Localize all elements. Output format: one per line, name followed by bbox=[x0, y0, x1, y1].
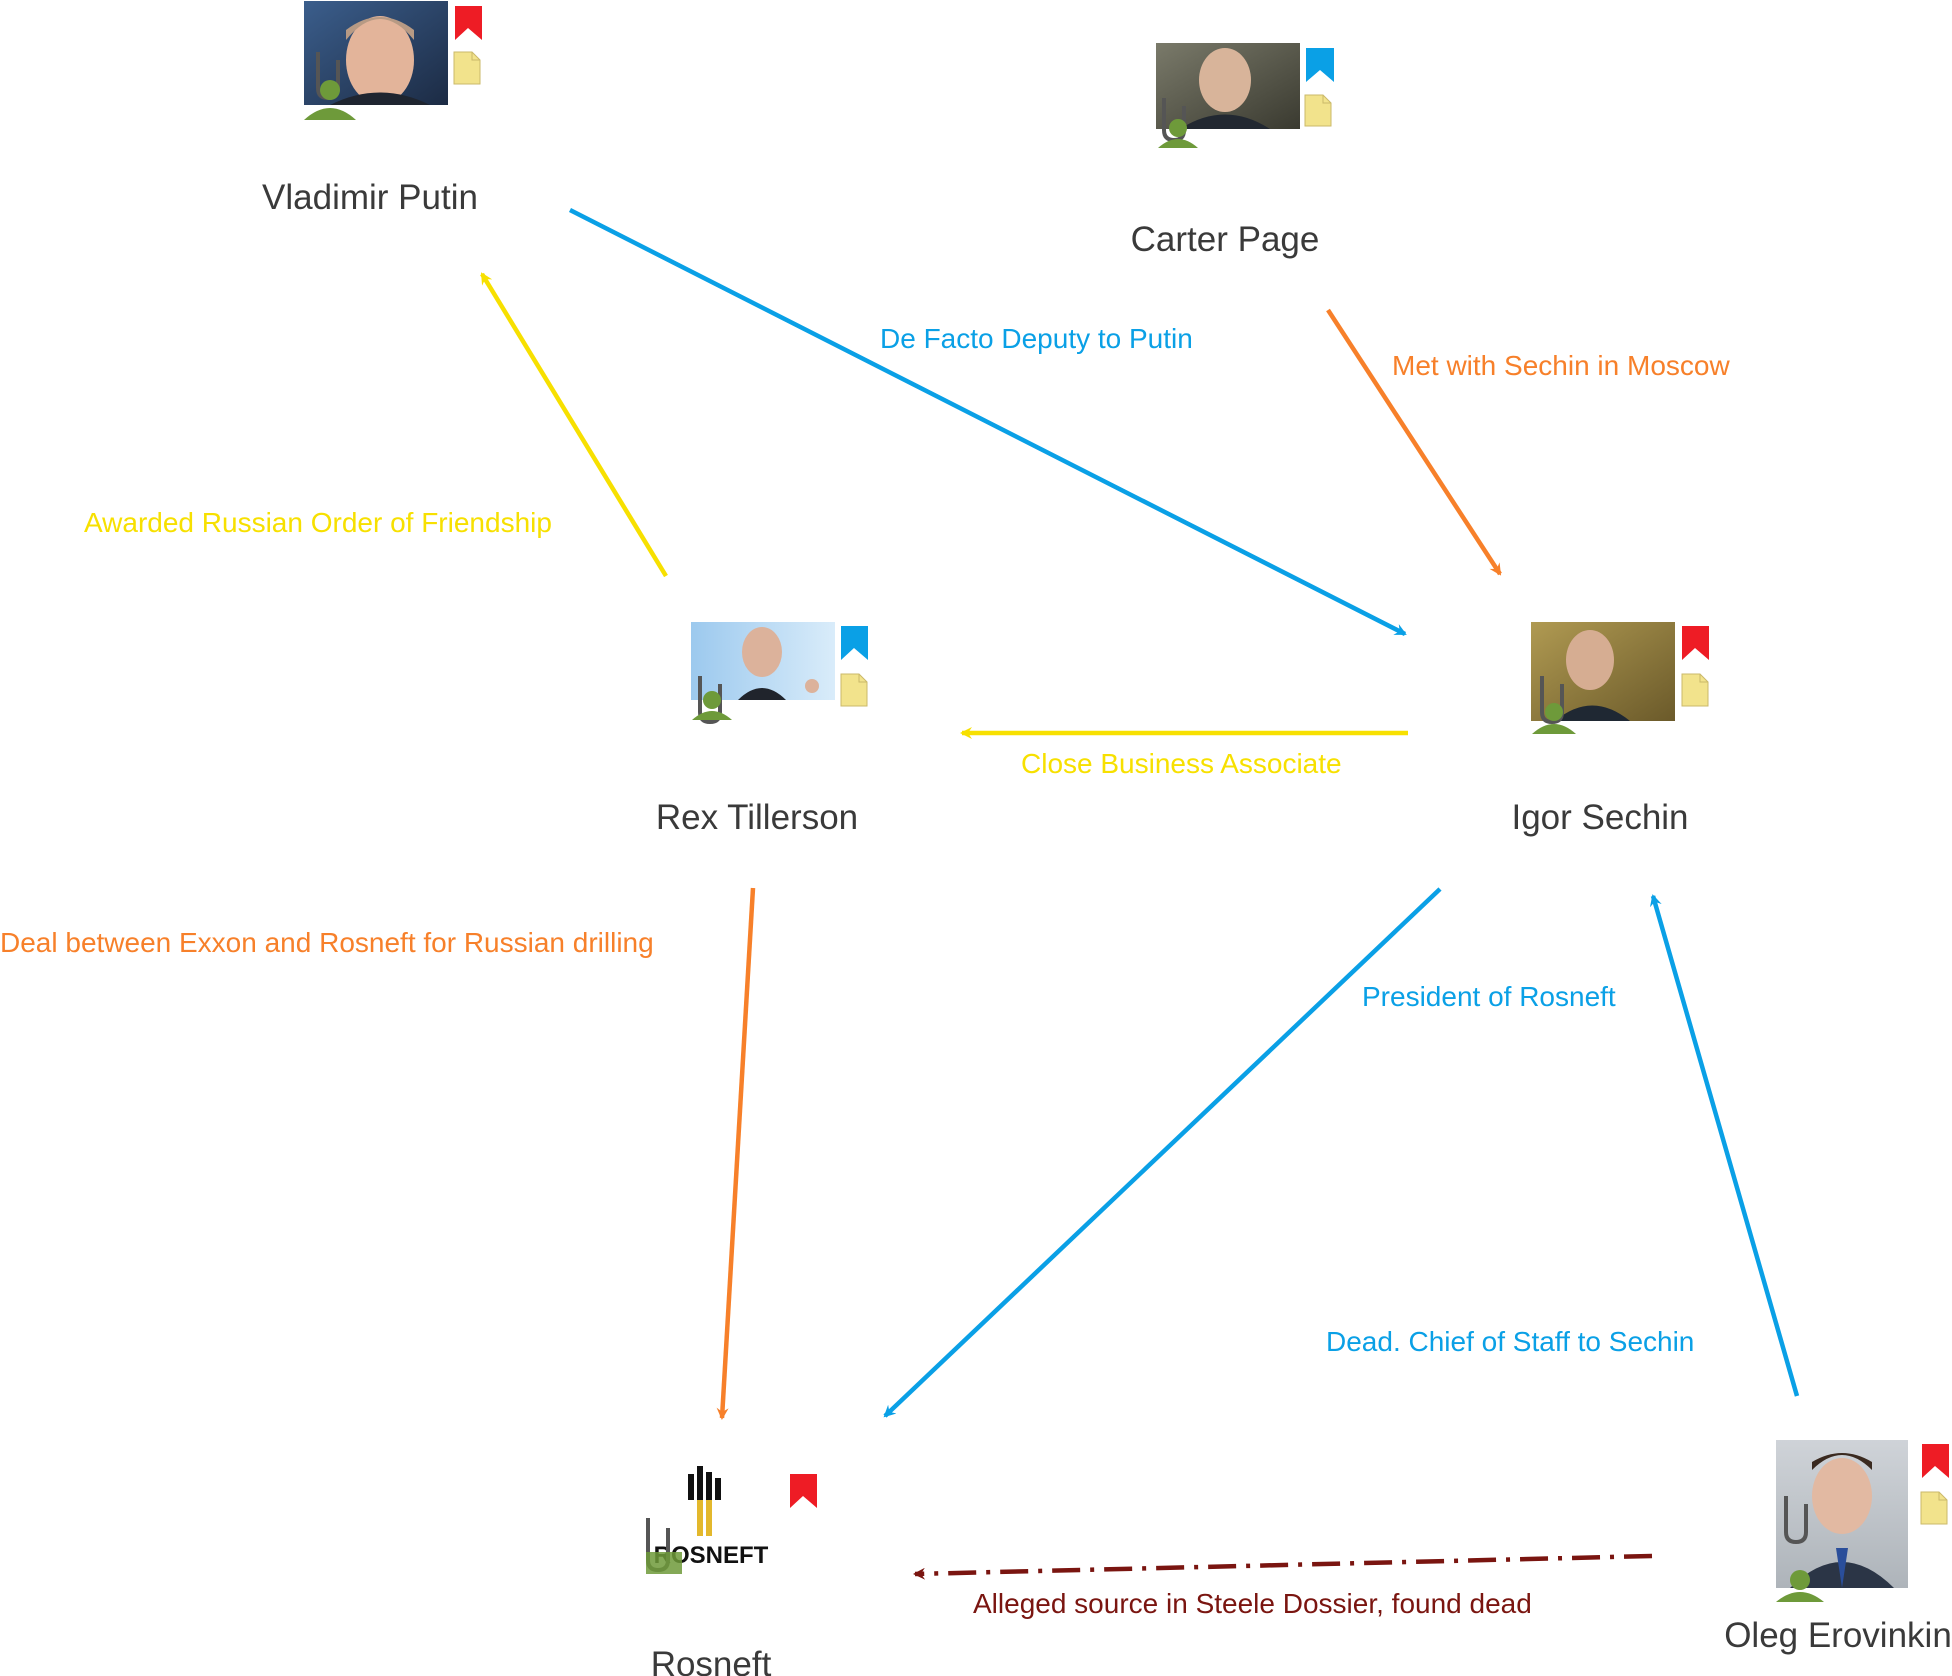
edge-label-sechin-tillerson: Close Business Associate bbox=[1021, 748, 1342, 779]
edge-label-putin-sechin: De Facto Deputy to Putin bbox=[880, 323, 1193, 354]
node-rex-tillerson[interactable]: Rex Tillerson bbox=[656, 622, 868, 837]
edge-erovinkin-rosneft[interactable]: Alleged source in Steele Dossier, found … bbox=[913, 1553, 1653, 1619]
person-icon bbox=[304, 80, 356, 120]
note-icon[interactable] bbox=[453, 51, 481, 85]
node-label-rex-tillerson: Rex Tillerson bbox=[656, 798, 858, 837]
edge-line[interactable] bbox=[913, 1553, 1653, 1580]
node-label-vladimir-putin: Vladimir Putin bbox=[262, 178, 478, 217]
edge-label-tillerson-putin: Awarded Russian Order of Friendship bbox=[84, 507, 552, 538]
edge-sechin-tillerson[interactable]: Close Business Associate bbox=[960, 727, 1408, 779]
edge-tillerson-rosneft[interactable]: Deal between Exxon and Rosneft for Russi… bbox=[0, 887, 756, 1420]
edge-erovinkin-sechin[interactable]: Dead. Chief of Staff to Sechin bbox=[1326, 894, 1800, 1397]
note-icon[interactable] bbox=[840, 673, 868, 707]
bookmark-red-icon[interactable] bbox=[1682, 626, 1709, 660]
person-icon bbox=[692, 691, 732, 720]
node-label-rosneft: Rosneft bbox=[651, 1645, 772, 1676]
edge-line[interactable] bbox=[716, 887, 756, 1420]
person-icon bbox=[1776, 1570, 1824, 1602]
edge-label-page-sechin: Met with Sechin in Moscow bbox=[1392, 350, 1730, 381]
person-icon bbox=[646, 1552, 682, 1574]
photo-vladimir-putin bbox=[304, 1, 448, 105]
edge-line[interactable] bbox=[883, 887, 1442, 1418]
edges-layer: De Facto Deputy to Putin Met with Sechin… bbox=[0, 207, 1800, 1619]
note-icon[interactable] bbox=[1920, 1491, 1948, 1525]
edge-line[interactable] bbox=[1326, 308, 1502, 576]
photo-oleg-erovinkin bbox=[1776, 1440, 1908, 1588]
node-rosneft[interactable]: ROSNEFT Rosneft bbox=[646, 1466, 817, 1676]
bookmark-red-icon[interactable] bbox=[455, 6, 482, 40]
person-icon bbox=[1532, 703, 1576, 734]
edge-page-sechin[interactable]: Met with Sechin in Moscow bbox=[1326, 308, 1730, 576]
edge-line[interactable] bbox=[568, 207, 1407, 637]
node-label-carter-page: Carter Page bbox=[1131, 220, 1320, 259]
edge-label-erovinkin-sechin: Dead. Chief of Staff to Sechin bbox=[1326, 1326, 1694, 1357]
edge-label-tillerson-rosneft: Deal between Exxon and Rosneft for Russi… bbox=[0, 927, 654, 958]
node-carter-page[interactable]: Carter Page bbox=[1131, 43, 1334, 259]
attachment-icon bbox=[1784, 1496, 1808, 1545]
node-oleg-erovinkin[interactable]: Oleg Erovinkin bbox=[1724, 1440, 1952, 1655]
node-igor-sechin[interactable]: Igor Sechin bbox=[1511, 622, 1709, 837]
edge-line[interactable] bbox=[1650, 894, 1800, 1397]
photo-rex-tillerson bbox=[691, 622, 835, 700]
bookmark-red-icon[interactable] bbox=[1922, 1444, 1949, 1478]
node-label-igor-sechin: Igor Sechin bbox=[1511, 798, 1688, 837]
note-icon[interactable] bbox=[1304, 94, 1332, 127]
edge-label-sechin-rosneft: President of Rosneft bbox=[1362, 981, 1616, 1012]
edge-label-erovinkin-rosneft: Alleged source in Steele Dossier, found … bbox=[973, 1588, 1532, 1619]
node-vladimir-putin[interactable]: Vladimir Putin bbox=[262, 1, 482, 217]
edge-sechin-rosneft[interactable]: President of Rosneft bbox=[883, 887, 1616, 1418]
photo-carter-page bbox=[1156, 43, 1300, 129]
node-label-oleg-erovinkin: Oleg Erovinkin bbox=[1724, 1616, 1952, 1655]
person-icon bbox=[1158, 119, 1198, 148]
edge-line[interactable] bbox=[480, 272, 668, 578]
bookmark-blue-icon[interactable] bbox=[1306, 48, 1334, 82]
bookmark-red-icon[interactable] bbox=[790, 1474, 817, 1508]
edge-putin-sechin[interactable]: De Facto Deputy to Putin bbox=[568, 207, 1407, 637]
edge-tillerson-putin[interactable]: Awarded Russian Order of Friendship bbox=[84, 272, 668, 578]
bookmark-blue-icon[interactable] bbox=[841, 626, 868, 660]
note-icon[interactable] bbox=[1681, 673, 1709, 707]
